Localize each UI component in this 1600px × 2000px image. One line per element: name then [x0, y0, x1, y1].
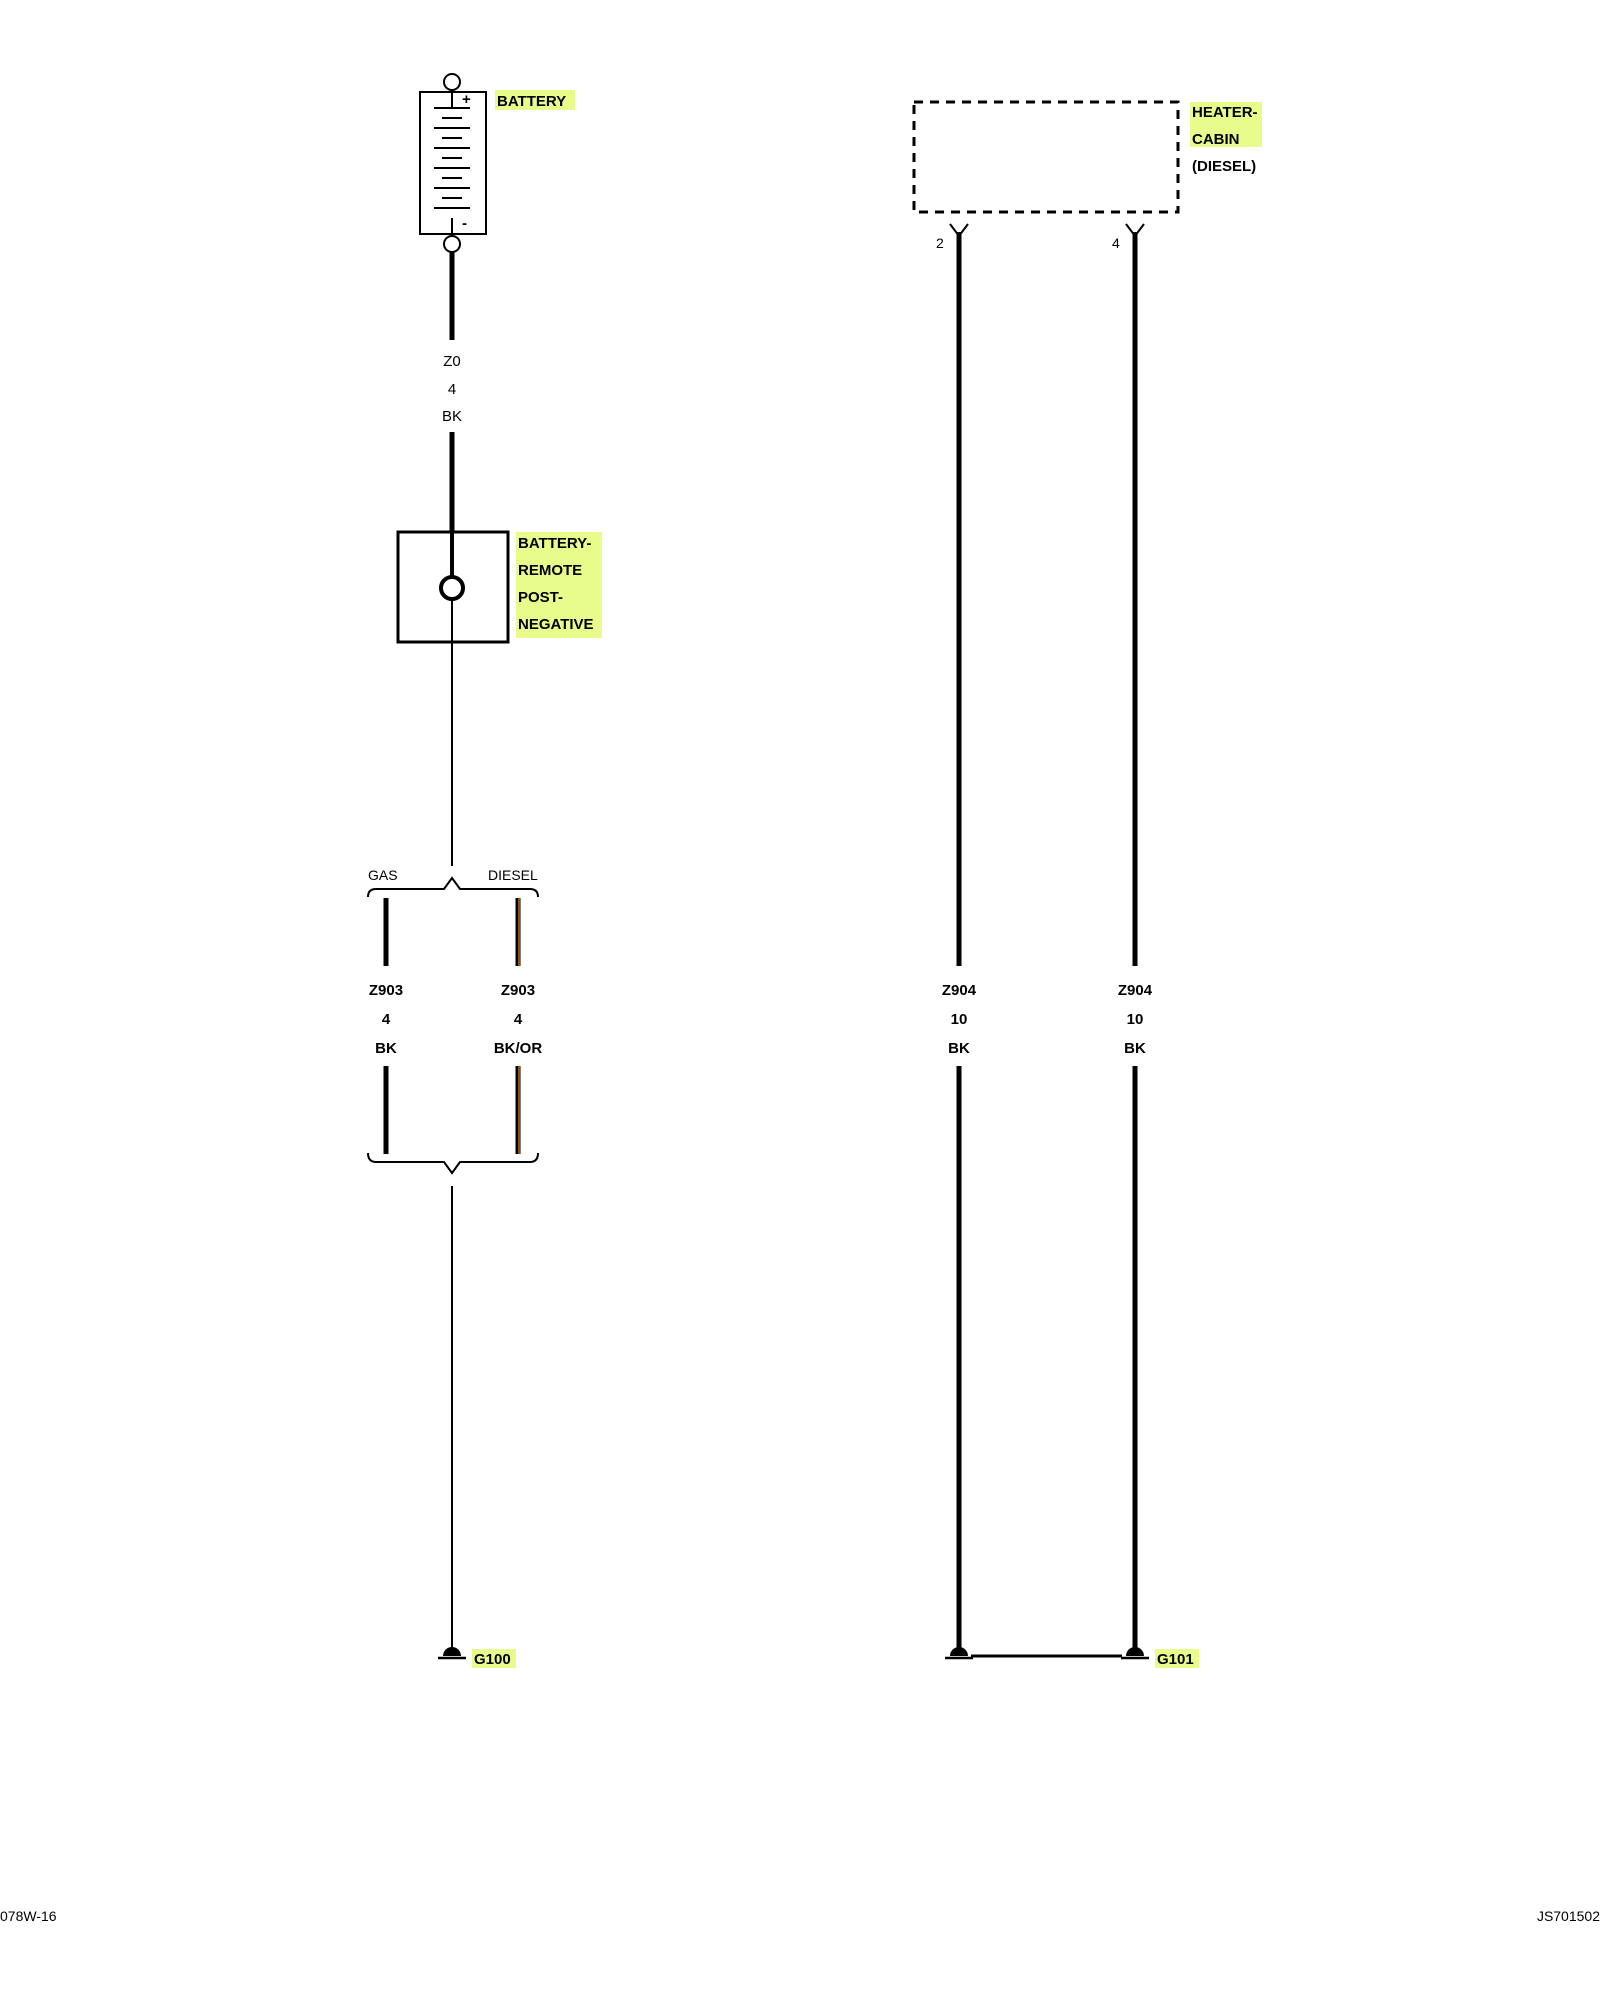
- ground-symbol-g101-left: [945, 1647, 973, 1660]
- heater-pin-4-label: 4: [1112, 235, 1120, 251]
- wire-z904-left-circuit: Z904: [942, 982, 977, 999]
- split-label-gas: GAS: [368, 867, 398, 883]
- heater-label-1: HEATER-: [1192, 104, 1258, 121]
- remote-post-label-2: REMOTE: [518, 562, 582, 579]
- wire-z904-left-color: BK: [948, 1040, 970, 1057]
- wire-z903-gas-circuit: Z903: [369, 982, 403, 999]
- wire-z904-right-circuit: Z904: [1118, 982, 1153, 999]
- wire-z903-diesel-gauge: 4: [514, 1011, 523, 1028]
- ground-label-g101: G101: [1157, 1651, 1194, 1668]
- heater-cabin-box: [912, 100, 1180, 214]
- wire-z903-diesel-color: BK/OR: [494, 1040, 543, 1057]
- wire-z904-left-gauge: 10: [951, 1011, 968, 1028]
- wire-z0-circuit: Z0: [443, 353, 461, 370]
- heater-label-3: (DIESEL): [1192, 158, 1256, 175]
- ground-label-g100: G100: [474, 1651, 511, 1668]
- remote-post-label-1: BATTERY-: [518, 535, 591, 552]
- wire-z904-right-gauge: 10: [1127, 1011, 1144, 1028]
- wire-z0-color: BK: [442, 408, 462, 425]
- heater-pin-2-label: 2: [936, 235, 944, 251]
- wire-z903-gas-gauge: 4: [382, 1011, 391, 1028]
- battery-symbol: [419, 73, 487, 253]
- remote-post-terminal: [439, 575, 465, 601]
- g101-label-highlight: [1155, 1649, 1199, 1668]
- battery-minus-sign: -: [462, 215, 467, 232]
- footer-code-left: 078W-16: [0, 1908, 57, 1924]
- split-brace-top: [367, 876, 539, 898]
- heater-label-highlight: [1190, 102, 1262, 147]
- heater-label-2: CABIN: [1192, 131, 1240, 148]
- ground-symbol-g100: [438, 1647, 466, 1660]
- remote-post-label-4: NEGATIVE: [518, 616, 594, 633]
- wire-z904-right-color: BK: [1124, 1040, 1146, 1057]
- battery-label-highlight: [495, 90, 575, 110]
- footer-code-right: JS701502: [1537, 1908, 1600, 1924]
- remote-post-label-highlight: [516, 532, 602, 638]
- split-brace-bottom: [367, 1152, 539, 1175]
- wire-z903-diesel-circuit: Z903: [501, 982, 535, 999]
- wire-z0-gauge: 4: [448, 381, 456, 398]
- wire-z903-gas-color: BK: [375, 1040, 397, 1057]
- g100-label-highlight: [472, 1649, 516, 1668]
- ground-symbol-g101-right: [1121, 1647, 1149, 1660]
- battery-plus-sign: +: [462, 91, 471, 108]
- split-label-diesel: DIESEL: [488, 867, 538, 883]
- battery-label: BATTERY: [497, 93, 566, 110]
- remote-post-label-3: POST-: [518, 589, 563, 606]
